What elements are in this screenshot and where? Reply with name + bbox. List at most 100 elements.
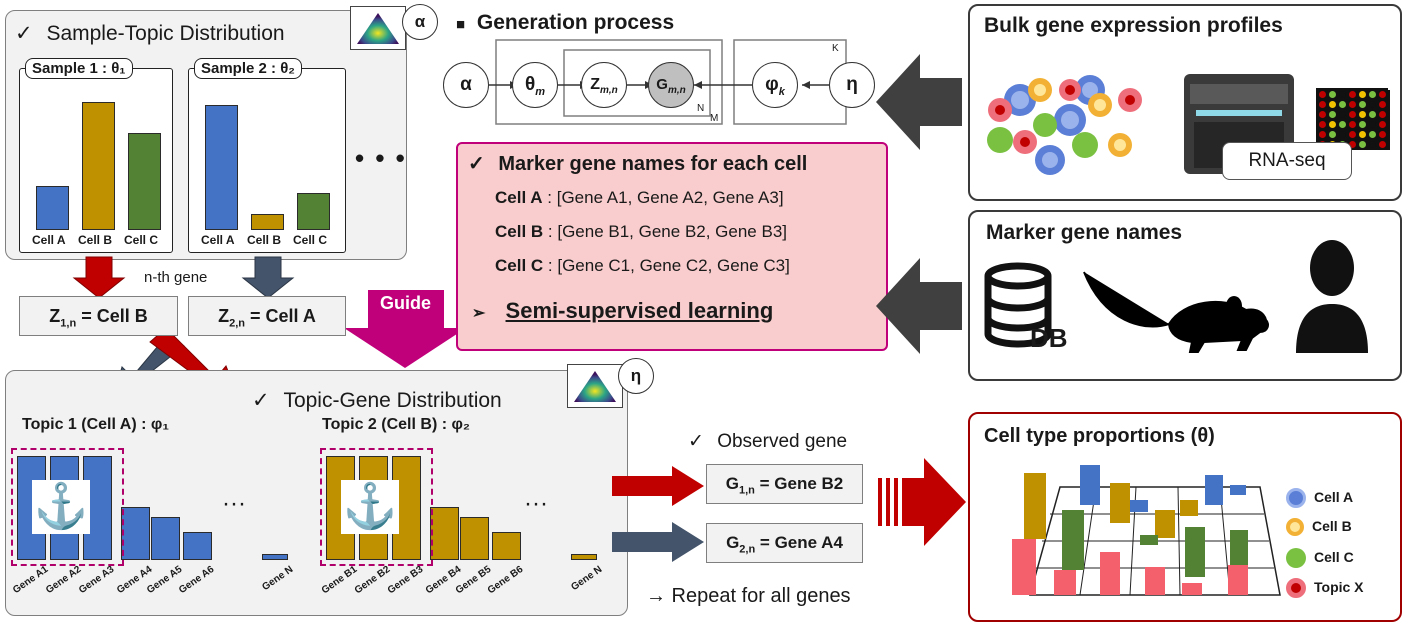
topic1-label: Topic 1 (Cell A) : φ₁ [22,416,169,433]
output-arrow [878,458,966,546]
g2-box: G2,n = Gene A4 [706,523,863,563]
sample2-bar-cell-c [297,193,330,230]
check-icon: ✓ [252,389,270,412]
z-symbol: Z [590,76,600,93]
array-spot [1339,111,1346,118]
proportions-legend: Cell A Cell B Cell C Topic X [1286,488,1364,608]
marker-cell-b: Cell B [495,222,544,241]
array-spot [1319,121,1326,128]
z1-box: Z1,n = Cell B [19,296,178,336]
alpha-node: α [443,62,489,108]
g-symbol: G [656,76,668,93]
topic-gene-title-text: Topic-Gene Distribution [283,389,502,412]
rnaseq-label: RNA-seq [1222,142,1352,180]
sample2-bar-cell-b [251,214,284,230]
plate-n [563,49,711,117]
marker-genes-a: : [Gene A1, Gene A2, Gene A3] [542,188,784,207]
z2-box: Z2,n = Cell A [188,296,346,336]
observed-arrows [612,466,704,562]
plate-k-label: K [832,43,839,54]
cell-b-icon [1286,518,1304,536]
marker-heading: ✓ Marker gene names for each cell [468,151,807,176]
marker-row-a: Cell A : [Gene A1, Gene A2, Gene A3] [495,188,784,208]
g2-value: = Gene A4 [755,533,843,552]
nth-gene-label: n-th gene [144,269,208,286]
legend-label-x: Topic X [1314,579,1364,596]
phi-symbol: φ [765,74,779,95]
dirichlet-triangle-icon [357,13,399,44]
z2-value: = Cell A [245,306,316,326]
sample2-xlabel: Cell B [247,233,282,247]
guide-label: Guide [380,293,432,313]
array-spot [1329,121,1336,128]
legend-item-b: Cell B [1286,518,1364,548]
array-spot [1339,131,1346,138]
slate-right-arrow [612,522,704,562]
sample2-xlabel: Cell A [201,233,235,247]
topic-x-icon [1286,578,1306,598]
legend-item-x: Topic X [1286,578,1364,608]
g1-box: G1,n = Gene B2 [706,464,863,504]
theta-symbol: θ [524,74,536,95]
array-spot [1359,131,1366,138]
topic2-anchor-box [320,448,433,566]
theta-sub: m [535,85,546,98]
observed-heading: ✓ Observed gene [688,430,847,453]
database-icon [984,262,1052,348]
semi-supervised-line: ➢ Semi-supervised learning [472,298,773,324]
eta-circle: η [618,358,654,394]
array-spot [1349,131,1356,138]
dirichlet-triangle-icon [574,371,616,402]
topic2-ellipsis: ··· [524,490,548,517]
bulk-input-arrow [876,54,962,150]
blue-bars [1080,465,1246,512]
array-spot [1359,121,1366,128]
array-spot [1349,141,1356,148]
topic1-bar-6 [183,532,212,560]
g1-value: = Gene B2 [754,474,844,493]
input-dashes [950,78,960,330]
sample-topic-title-text: Sample-Topic Distribution [46,22,285,45]
plate-m-label: M [710,113,719,124]
array-spot [1319,91,1326,98]
marker-row-b: Cell B : [Gene B1, Gene B2, Gene B3] [495,222,787,242]
db-label: DB [1030,323,1068,353]
theta-node: θm [512,62,558,108]
array-spot [1329,101,1336,108]
mouse-icon [1083,271,1269,353]
guide-arrow [344,290,466,368]
check-icon: ✓ [468,153,485,175]
g-sub: m,n [667,85,686,96]
array-spot [1379,91,1386,98]
generation-heading: ■ Generation process [456,11,674,35]
gold-bars [1024,473,1198,539]
array-spot [1349,111,1356,118]
array-spot [1369,121,1376,128]
topic1-bar-7 [262,554,288,560]
legend-item-c: Cell C [1286,548,1364,578]
z1-sub: 1,n [60,317,77,330]
marker-cell-a: Cell A [495,188,543,207]
array-spot [1339,121,1346,128]
marker-cell-c: Cell C [495,256,544,275]
proportions-title: Cell type proportions (θ) [984,425,1215,447]
plate-m [495,39,723,125]
z-node: Zm,n [581,62,627,108]
marker-genes-c: : [Gene C1, Gene C2, Gene C3] [543,256,790,275]
plate-n-label: N [697,103,705,114]
legend-item-a: Cell A [1286,488,1364,518]
array-spot [1369,141,1376,148]
generation-heading-text: Generation process [476,11,675,34]
person-icon [1296,240,1368,353]
check-icon: ✓ [15,22,33,45]
arrow-bullet-icon: ➢ [472,305,486,322]
array-spot [1359,111,1366,118]
marker-input-arrow [876,258,962,354]
array-spot [1379,111,1386,118]
sample1-xlabel: Cell C [124,233,159,247]
g2-symbol: G [726,533,740,552]
array-spot [1349,101,1356,108]
legend-label-b: Cell B [1312,518,1352,535]
array-spot [1319,131,1326,138]
z2-symbol: Z [218,306,230,326]
